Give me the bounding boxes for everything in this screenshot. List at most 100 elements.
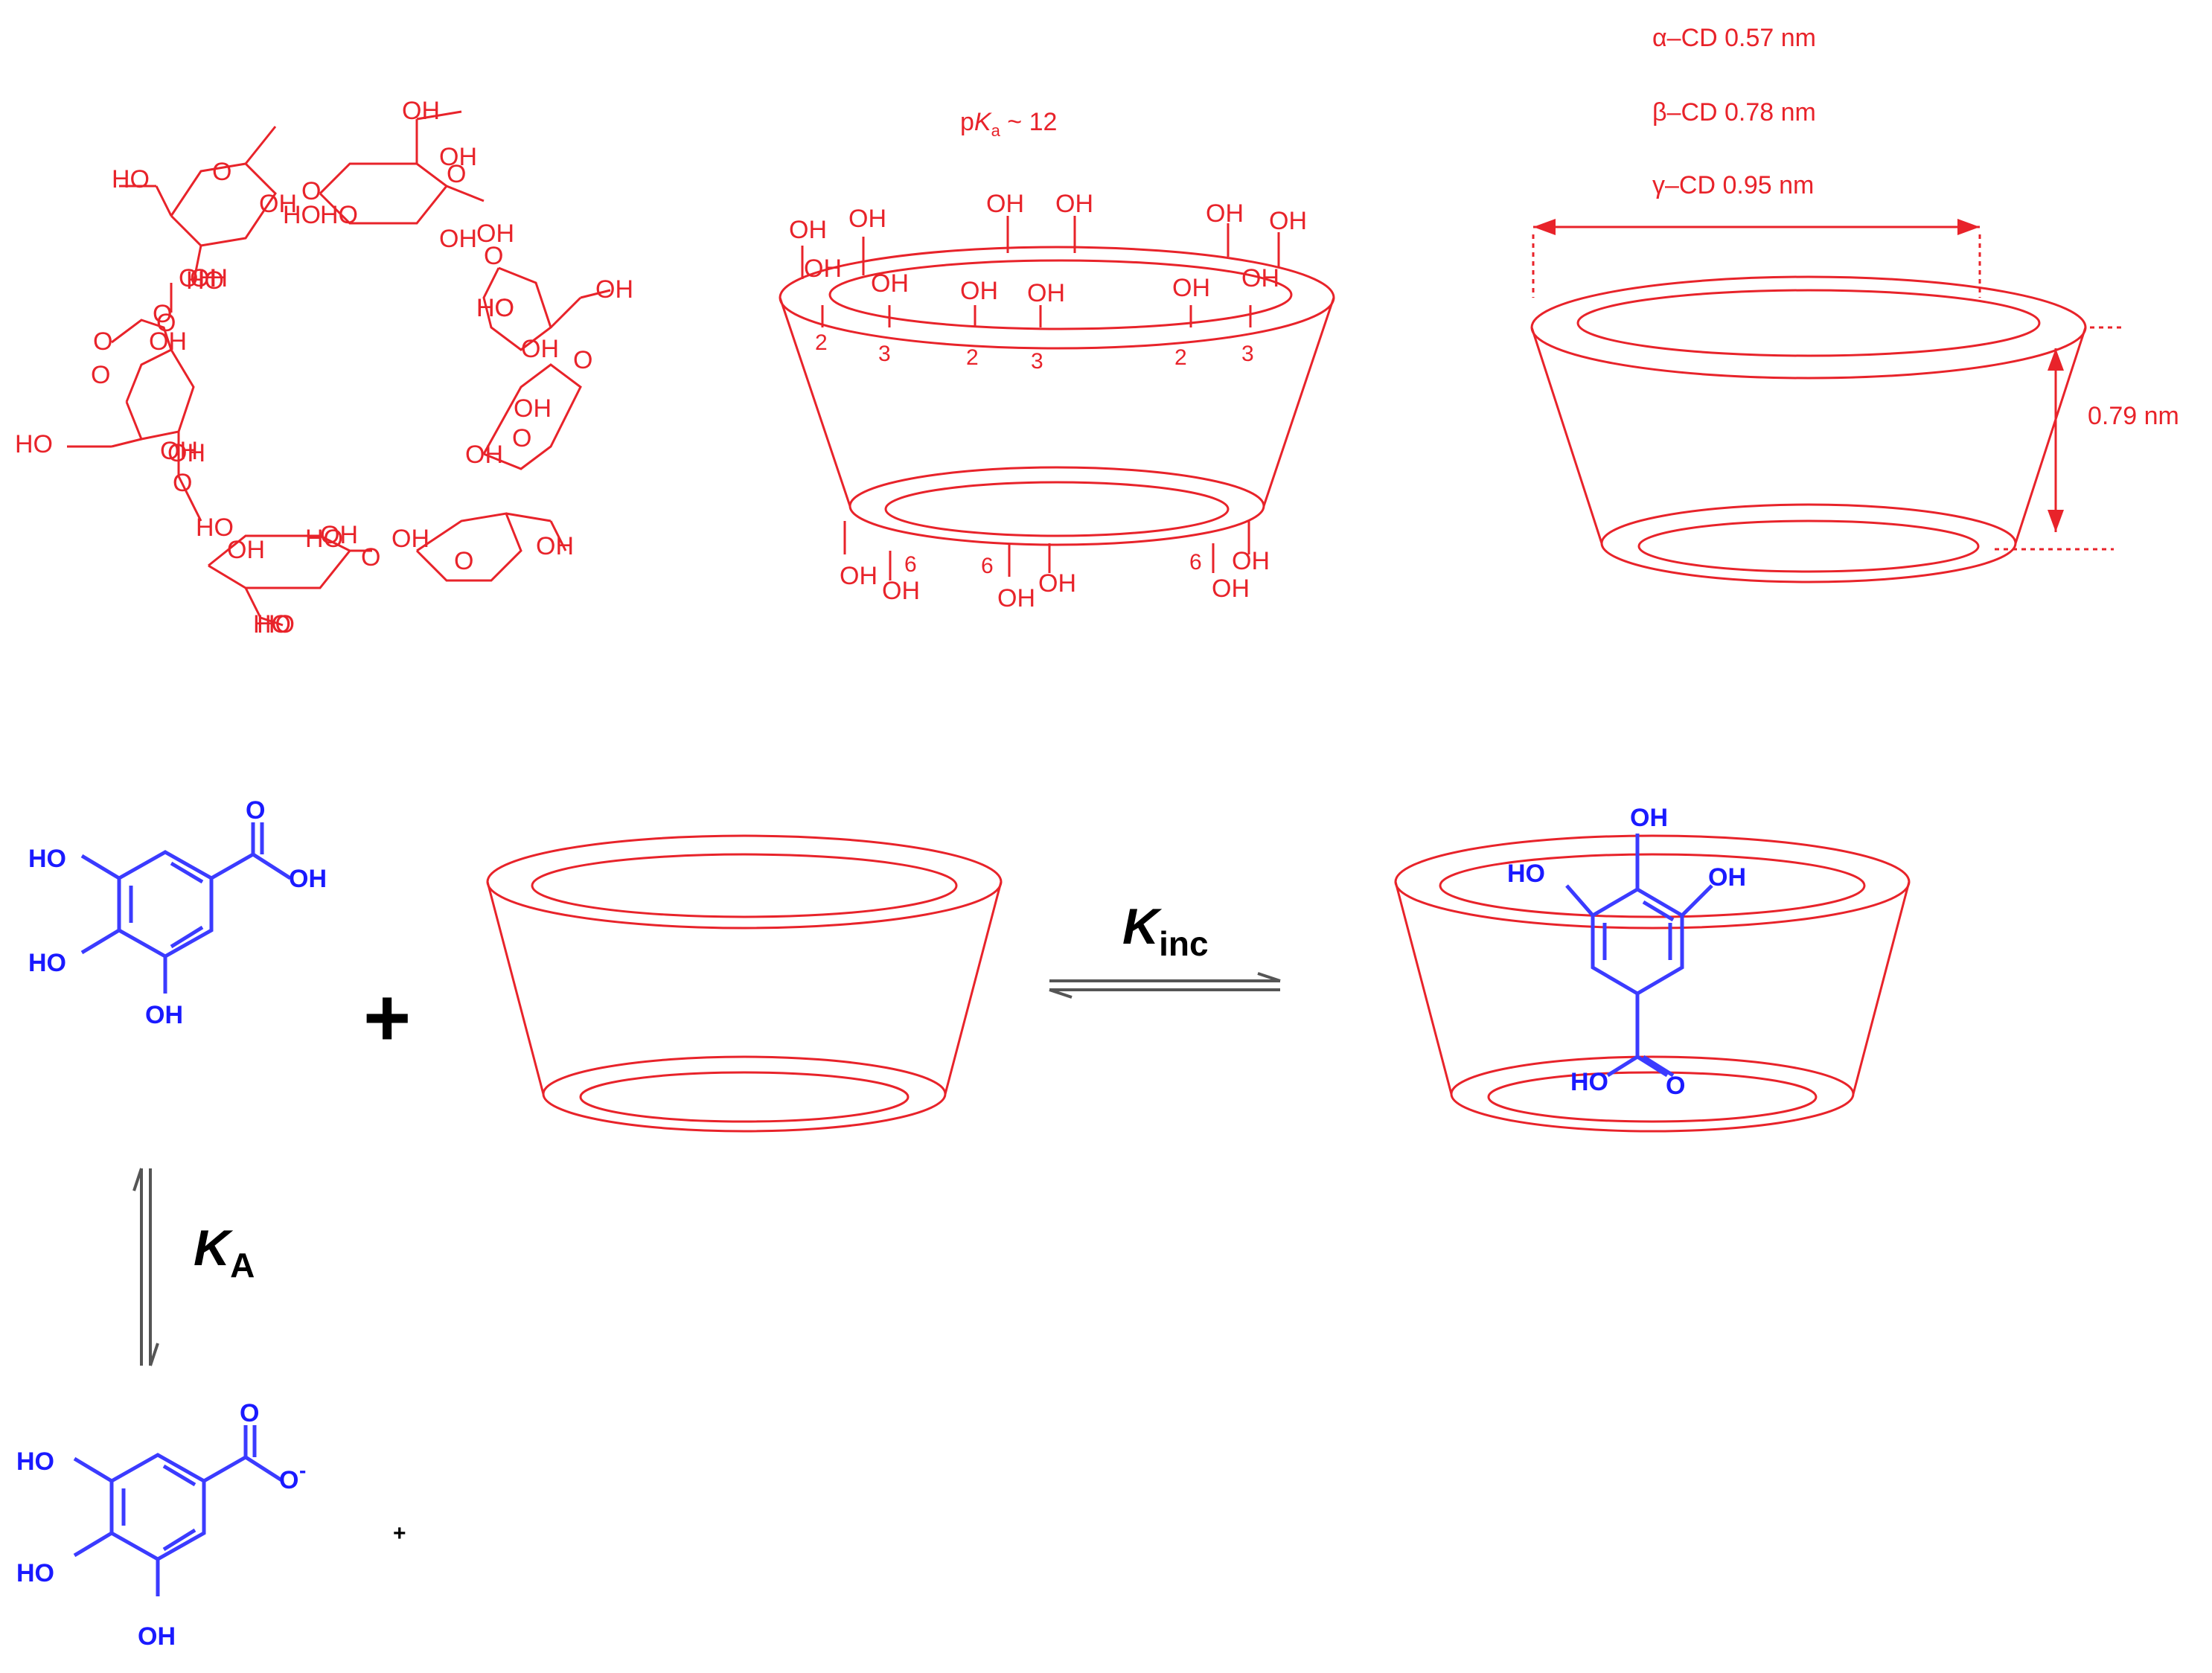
position-3-label: 3 bbox=[1031, 349, 1043, 374]
ho-label: HO bbox=[16, 1559, 54, 1587]
cd-label: HO bbox=[253, 610, 291, 639]
cd-label: O bbox=[153, 300, 172, 328]
oh-label: OH bbox=[848, 205, 886, 233]
cd-macrocycle-labels: OH HO O OH O HO OH OH O OH O OH HO OH O … bbox=[15, 97, 633, 639]
position-2-label: 2 bbox=[966, 345, 979, 370]
position-6-label: 6 bbox=[904, 552, 917, 577]
position-3-label: 3 bbox=[1241, 342, 1254, 366]
oh-label: OH bbox=[289, 865, 327, 893]
carbonyl-o-label: O bbox=[246, 796, 265, 825]
cd-label: OH bbox=[514, 394, 552, 423]
cd-label: OH bbox=[402, 97, 440, 125]
oh-label: OH bbox=[997, 584, 1035, 612]
oh-label: OH bbox=[1206, 199, 1244, 228]
cd-dimension-labels: α–CD 0.57 nm β–CD 0.78 nm γ–CD 0.95 nm 0… bbox=[1652, 24, 2179, 430]
cd-cone-labels: pKa ~ 12 OH OH OH OH OH OH OH OH OH OH O… bbox=[789, 108, 1307, 612]
k-inc-equilibrium-arrows bbox=[1049, 972, 1281, 999]
position-3-label: 3 bbox=[878, 342, 891, 366]
height-label: 0.79 nm bbox=[2088, 402, 2179, 430]
cd-label: O bbox=[301, 177, 321, 205]
cd-label: O bbox=[573, 346, 592, 374]
negative-charge-label: - bbox=[299, 1459, 306, 1482]
cd-label: O bbox=[156, 309, 176, 337]
cd-label: OH bbox=[536, 532, 574, 560]
k-a-label: KA bbox=[194, 1220, 255, 1285]
oh-label: OH bbox=[789, 216, 827, 244]
cd-label: OH bbox=[465, 441, 503, 469]
cd-label: OH bbox=[439, 143, 477, 171]
cd-label: HO bbox=[196, 514, 234, 542]
oh-label: OH bbox=[882, 577, 920, 605]
cd-label: HO bbox=[186, 266, 224, 295]
oh-label: OH bbox=[1630, 804, 1668, 832]
ho-label: HO bbox=[1570, 1068, 1608, 1096]
cd-label: OH bbox=[160, 437, 198, 465]
gallic-acid-molecule bbox=[80, 822, 292, 994]
cd-label: O bbox=[91, 361, 110, 389]
cd-label: O bbox=[212, 158, 231, 186]
carbonyl-o-label: O bbox=[240, 1399, 259, 1427]
cd-label: OH bbox=[439, 225, 477, 253]
cd-label: HO bbox=[305, 525, 343, 553]
cd-label: HO bbox=[112, 165, 150, 193]
position-6-label: 6 bbox=[1189, 550, 1202, 575]
oh-label: OH bbox=[1708, 863, 1746, 892]
included-gallic-acid-labels: OH HO OH HO O bbox=[1507, 804, 1746, 1100]
cd-label: HO bbox=[476, 294, 514, 322]
gamma-cd-label: γ–CD 0.95 nm bbox=[1652, 171, 1814, 199]
cd-dimension-cone bbox=[1530, 219, 2121, 583]
cd-label: O bbox=[361, 543, 380, 572]
oh-label: OH bbox=[871, 269, 909, 298]
oh-label: OH bbox=[145, 1001, 183, 1029]
alpha-cd-label: α–CD 0.57 nm bbox=[1652, 24, 1816, 52]
cd-label: OH bbox=[391, 525, 429, 553]
oh-label: OH bbox=[1172, 274, 1210, 302]
cd-label: OH bbox=[190, 264, 228, 292]
oh-label: OH bbox=[1027, 279, 1065, 307]
position-2-label: 2 bbox=[815, 330, 828, 355]
cd-label: OH bbox=[476, 220, 514, 248]
carbonyl-o-label: O bbox=[1666, 1072, 1685, 1100]
cd-label: OH bbox=[595, 275, 633, 304]
cd-macrocycle-structure bbox=[67, 110, 611, 627]
oh-label: OH bbox=[1055, 190, 1093, 218]
oh-label: OH bbox=[1269, 207, 1307, 235]
cd-label: HO bbox=[320, 201, 358, 229]
pka-label: pKa ~ 12 bbox=[960, 108, 1057, 140]
ho-label: HO bbox=[28, 949, 66, 977]
cd-label: HO bbox=[476, 294, 514, 322]
proton-plus-sign: + bbox=[393, 1521, 406, 1546]
cd-label: OH bbox=[521, 335, 559, 363]
oh-label: OH bbox=[960, 277, 998, 305]
position-6-label: 6 bbox=[981, 554, 994, 578]
cd-hydroxyl-cone bbox=[779, 216, 1335, 580]
cd-empty-cone bbox=[486, 834, 1003, 1133]
beta-cd-label: β–CD 0.78 nm bbox=[1652, 98, 1816, 127]
ho-label: HO bbox=[28, 845, 66, 873]
plus-sign: + bbox=[363, 972, 411, 1063]
oh-label: OH bbox=[1241, 264, 1279, 292]
ho-label: HO bbox=[1507, 860, 1545, 888]
gallate-anion-labels: HO HO OH O O - bbox=[16, 1399, 306, 1651]
k-inc-label: Kinc bbox=[1122, 898, 1209, 963]
oh-label: OH bbox=[840, 562, 878, 590]
cd-label: O bbox=[447, 160, 466, 188]
included-gallic-acid bbox=[1565, 834, 1713, 1078]
cd-label: HO bbox=[283, 201, 321, 229]
cd-label: OH bbox=[320, 521, 358, 549]
carboxylate-o-label: O bbox=[279, 1466, 298, 1494]
ho-label: HO bbox=[16, 1448, 54, 1476]
gallic-acid-labels: HO HO OH O OH bbox=[28, 796, 327, 1029]
cd-label: O bbox=[173, 469, 192, 497]
cd-label: OH bbox=[179, 264, 217, 292]
cd-label: OH bbox=[149, 327, 187, 356]
gallate-anion-molecule bbox=[73, 1425, 284, 1596]
oh-label: OH bbox=[804, 255, 842, 283]
oh-label: OH bbox=[1232, 547, 1270, 575]
cd-label: OH bbox=[259, 190, 297, 218]
oh-label: OH bbox=[138, 1622, 176, 1651]
cd-label: HO bbox=[15, 430, 53, 458]
cd-label: OH bbox=[167, 439, 205, 467]
position-2-label: 2 bbox=[1174, 345, 1187, 370]
